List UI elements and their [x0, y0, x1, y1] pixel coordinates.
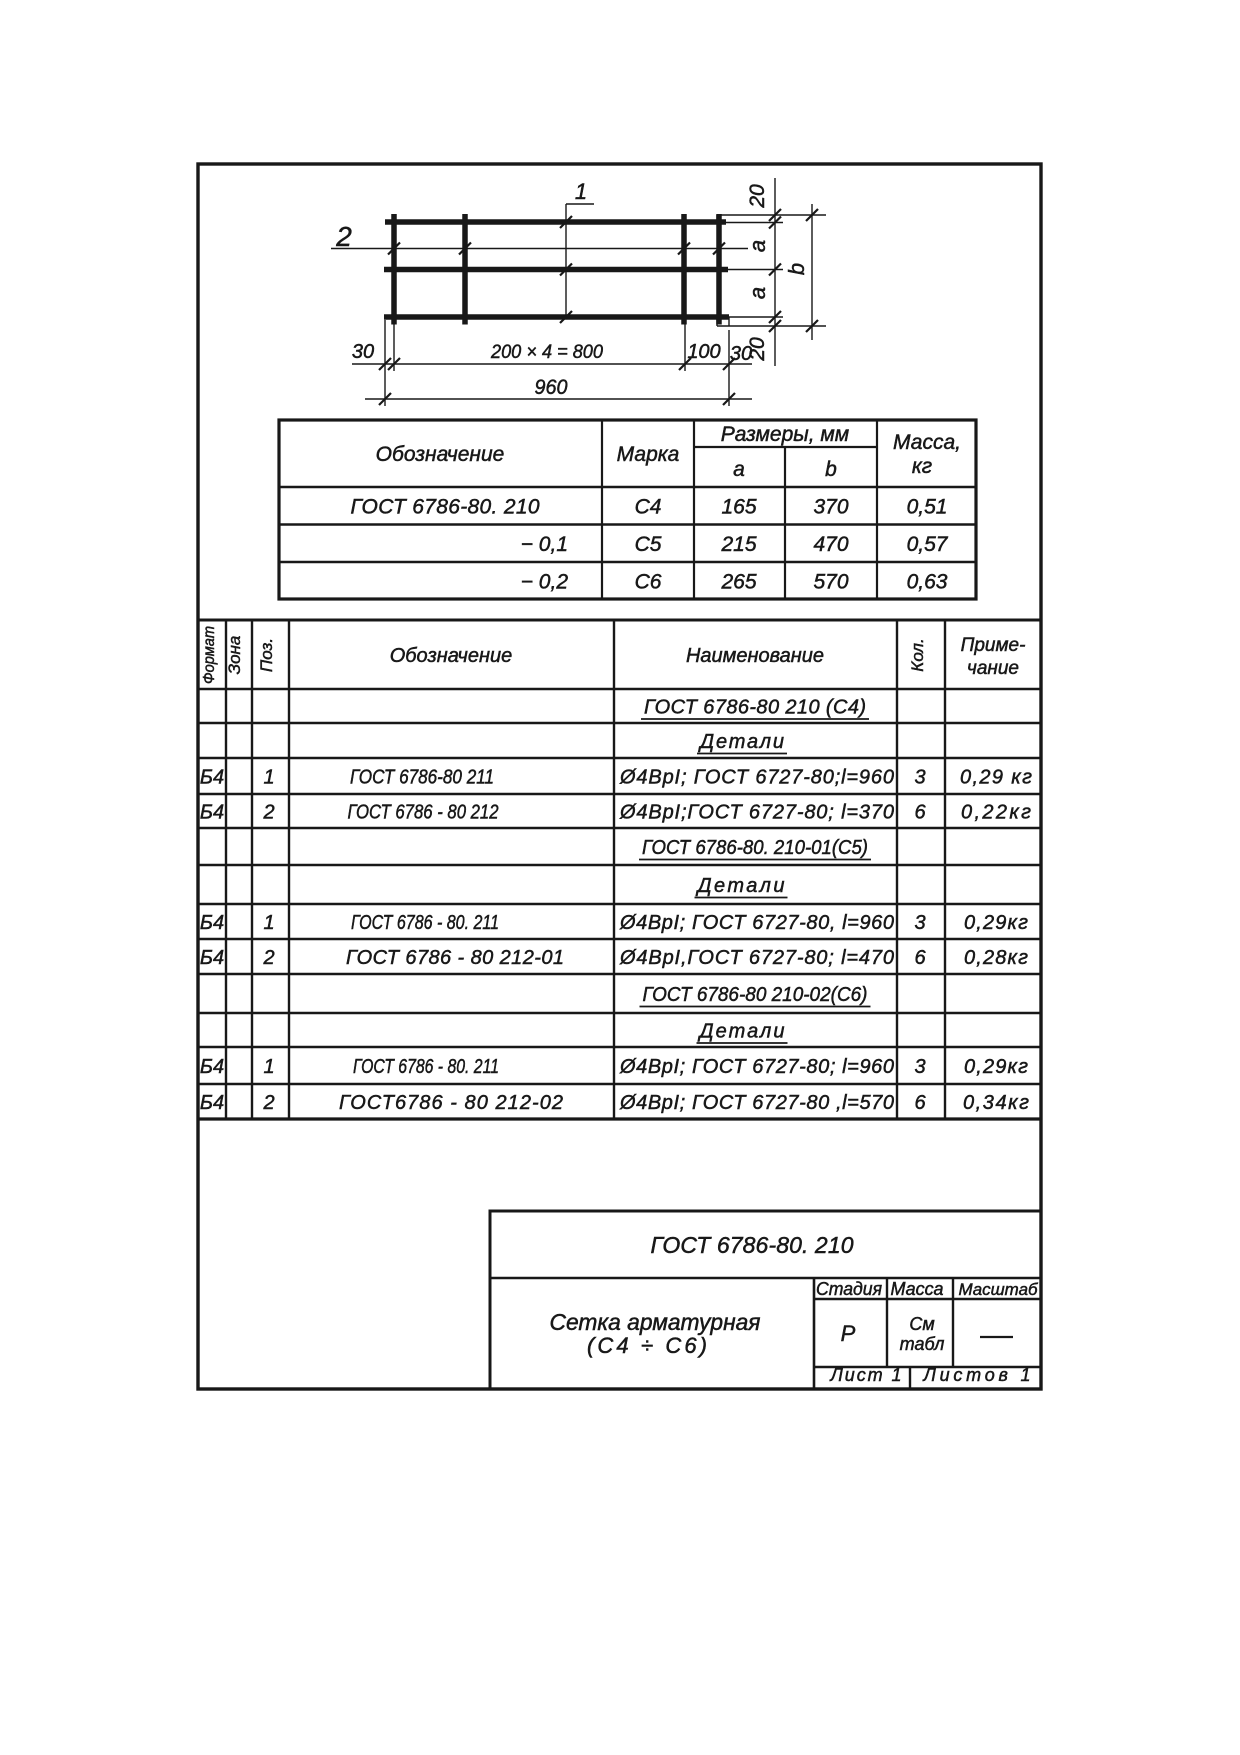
- svg-text:2: 2: [335, 221, 352, 252]
- svg-text:0,57: 0,57: [907, 533, 949, 556]
- svg-text:0,63: 0,63: [907, 571, 948, 594]
- svg-text:ГОСТ 6786-80. 210: ГОСТ 6786-80. 210: [351, 496, 540, 519]
- svg-text:Обозначение: Обозначение: [376, 443, 505, 466]
- svg-text:20: 20: [746, 184, 769, 209]
- svg-text:2: 2: [262, 947, 274, 969]
- svg-text:960: 960: [535, 376, 568, 399]
- svg-text:Б4: Б4: [200, 947, 224, 969]
- svg-text:− 0,2: − 0,2: [521, 571, 569, 594]
- svg-text:1: 1: [263, 912, 274, 934]
- svg-text:Ø4ВрI; ГОСТ 6727-80;l=960: Ø4ВрI; ГОСТ 6727-80;l=960: [619, 767, 894, 789]
- svg-text:Б4: Б4: [200, 802, 224, 824]
- svg-text:3: 3: [914, 1056, 925, 1078]
- svg-text:470: 470: [813, 533, 848, 556]
- svg-text:Размеры, мм: Размеры, мм: [721, 423, 849, 446]
- svg-text:Р: Р: [841, 1321, 856, 1346]
- svg-text:6: 6: [914, 802, 926, 824]
- svg-text:Сетка арматурная: Сетка арматурная: [550, 1309, 761, 1335]
- svg-text:Ø4ВрI; ГОСТ 6727-80; l=960: Ø4ВрI; ГОСТ 6727-80; l=960: [619, 1056, 894, 1078]
- svg-text:Масштаб: Масштаб: [959, 1280, 1039, 1299]
- svg-text:215: 215: [720, 533, 756, 556]
- svg-text:С5: С5: [635, 533, 662, 556]
- svg-text:Наименование: Наименование: [686, 645, 824, 667]
- svg-text:Детали: Детали: [696, 875, 785, 897]
- svg-text:Ø4ВрI; ГОСТ 6727-80 ,l=570: Ø4ВрI; ГОСТ 6727-80 ,l=570: [619, 1092, 894, 1114]
- svg-text:100: 100: [687, 341, 720, 363]
- svg-text:a: a: [745, 287, 770, 299]
- svg-text:Листов 1: Листов 1: [923, 1365, 1031, 1385]
- svg-text:ГОСТ 6786-80. 210: ГОСТ 6786-80. 210: [651, 1232, 854, 1258]
- svg-text:6: 6: [914, 1092, 926, 1114]
- svg-text:0,34кг: 0,34кг: [963, 1092, 1029, 1114]
- svg-text:Марка: Марка: [617, 443, 680, 466]
- svg-text:Формат: Формат: [201, 626, 218, 684]
- svg-text:2: 2: [262, 1092, 274, 1114]
- svg-text:кг: кг: [912, 455, 932, 478]
- svg-text:Б4: Б4: [200, 767, 224, 789]
- svg-text:2: 2: [262, 802, 274, 824]
- svg-text:Детали: Детали: [698, 1021, 785, 1043]
- svg-text:3: 3: [914, 767, 925, 789]
- svg-text:0,22кг: 0,22кг: [961, 802, 1031, 824]
- svg-text:Масса,: Масса,: [893, 431, 961, 454]
- svg-text:30: 30: [352, 341, 374, 363]
- svg-text:Б4: Б4: [200, 1056, 224, 1078]
- svg-text:b: b: [784, 263, 809, 275]
- svg-text:− 0,1: − 0,1: [521, 533, 568, 556]
- svg-text:чание: чание: [967, 658, 1019, 679]
- svg-text:0,29 кг: 0,29 кг: [960, 767, 1032, 789]
- svg-text:Масса: Масса: [891, 1279, 944, 1299]
- svg-text:Приме-: Приме-: [961, 635, 1026, 656]
- svg-text:табл: табл: [900, 1334, 945, 1354]
- svg-text:Обозначение: Обозначение: [390, 645, 513, 667]
- svg-text:265: 265: [720, 571, 756, 594]
- svg-text:200 × 4 = 800: 200 × 4 = 800: [490, 342, 603, 363]
- svg-text:ГОСТ 6786 - 80. 211: ГОСТ 6786 - 80. 211: [351, 912, 499, 934]
- svg-text:a: a: [745, 240, 770, 252]
- svg-text:См: См: [909, 1314, 934, 1334]
- svg-text:Б4: Б4: [200, 1092, 224, 1114]
- svg-text:b: b: [825, 458, 837, 481]
- svg-text:(С4 ÷ С6): (С4 ÷ С6): [587, 1333, 707, 1358]
- svg-text:С4: С4: [635, 496, 662, 519]
- svg-text:ГОСТ 6786 - 80 212-01: ГОСТ 6786 - 80 212-01: [346, 947, 564, 969]
- svg-text:165: 165: [721, 496, 756, 519]
- svg-text:Поз.: Поз.: [257, 638, 276, 672]
- svg-text:1: 1: [263, 767, 274, 789]
- svg-text:370: 370: [813, 496, 848, 519]
- svg-text:ГОСТ 6786-80. 210-01(С5): ГОСТ 6786-80. 210-01(С5): [642, 837, 868, 859]
- svg-text:Зона: Зона: [225, 636, 244, 675]
- svg-text:30: 30: [730, 343, 752, 365]
- svg-text:0,28кг: 0,28кг: [964, 947, 1028, 969]
- svg-text:0,29кг: 0,29кг: [964, 912, 1028, 934]
- svg-text:ГОСТ 6786-80 210 (С4): ГОСТ 6786-80 210 (С4): [644, 697, 866, 719]
- svg-text:Кол.: Кол.: [908, 638, 927, 671]
- svg-text:20: 20: [746, 337, 769, 362]
- svg-text:Стадия: Стадия: [816, 1279, 882, 1299]
- svg-text:С6: С6: [635, 571, 662, 594]
- svg-text:ГОСТ 6786 - 80. 211: ГОСТ 6786 - 80. 211: [353, 1056, 499, 1078]
- svg-text:0,29кг: 0,29кг: [964, 1056, 1028, 1078]
- svg-text:Б4: Б4: [200, 912, 224, 934]
- svg-text:ГОСТ 6786-80 210-02(С6): ГОСТ 6786-80 210-02(С6): [643, 984, 868, 1006]
- svg-text:ГОСТ 6786-80 211: ГОСТ 6786-80 211: [350, 767, 494, 789]
- svg-text:6: 6: [914, 947, 926, 969]
- svg-text:Ø4ВрI; ГОСТ 6727-80, l=960: Ø4ВрI; ГОСТ 6727-80, l=960: [619, 912, 894, 934]
- svg-text:570: 570: [813, 571, 848, 594]
- svg-text:Ø4ВрI;ГОСТ 6727-80; l=370: Ø4ВрI;ГОСТ 6727-80; l=370: [619, 802, 894, 824]
- svg-text:а: а: [733, 458, 745, 481]
- svg-text:ГОСТ6786 - 80 212-02: ГОСТ6786 - 80 212-02: [339, 1092, 563, 1114]
- svg-text:3: 3: [914, 912, 925, 934]
- svg-text:1: 1: [575, 179, 587, 204]
- svg-text:Ø4ВрI,ГОСТ 6727-80; l=470: Ø4ВрI,ГОСТ 6727-80; l=470: [619, 947, 894, 969]
- svg-text:Детали: Детали: [698, 731, 784, 753]
- svg-text:ГОСТ 6786 - 80 212: ГОСТ 6786 - 80 212: [348, 802, 499, 824]
- svg-text:Лист 1: Лист 1: [830, 1365, 902, 1385]
- svg-text:0,51: 0,51: [907, 496, 948, 519]
- svg-text:1: 1: [263, 1056, 274, 1078]
